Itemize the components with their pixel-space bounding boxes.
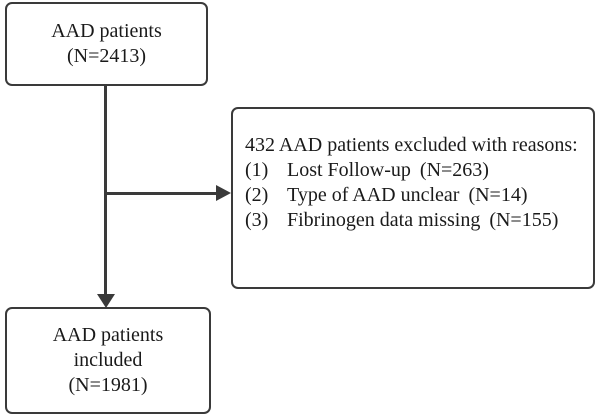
excluded-heading: 432 AAD patients excluded with reasons: bbox=[245, 134, 578, 156]
included-patients-box: AAD patients included (N=1981) bbox=[5, 307, 211, 414]
reason-count: (N=14) bbox=[468, 184, 528, 206]
connector-vertical-stem bbox=[104, 86, 107, 296]
reason-number: (3) bbox=[245, 209, 269, 231]
list-item: (2) Type of AAD unclear (N=14) bbox=[245, 183, 593, 208]
arrowhead-right-icon bbox=[216, 185, 231, 201]
reason-number: (1) bbox=[245, 159, 269, 181]
reason-number: (2) bbox=[245, 184, 269, 206]
list-item: (1) Lost Follow-up (N=263) bbox=[245, 158, 593, 183]
arrowhead-down-icon bbox=[97, 294, 115, 308]
reason-text: Type of AAD unclear bbox=[287, 184, 460, 206]
reason-text: Fibrinogen data missing bbox=[287, 209, 481, 231]
list-item: (3) Fibrinogen data missing (N=155) bbox=[245, 208, 593, 233]
included-count: (N=1981) bbox=[68, 374, 148, 396]
included-label-line2: included bbox=[73, 349, 143, 371]
reason-count: (N=263) bbox=[419, 159, 489, 181]
connector-horizontal-branch bbox=[104, 192, 218, 195]
exclusion-reason-list: (1) Lost Follow-up (N=263) (2) Type of A… bbox=[233, 158, 593, 233]
enrolled-patients-box: AAD patients (N=2413) bbox=[5, 2, 208, 86]
enrolled-count: (N=2413) bbox=[66, 45, 147, 67]
included-label-line1: AAD patients bbox=[52, 324, 164, 346]
reason-count: (N=155) bbox=[489, 209, 559, 231]
reason-text: Lost Follow-up bbox=[287, 159, 411, 181]
excluded-patients-box: 432 AAD patients excluded with reasons: … bbox=[231, 107, 595, 289]
enrolled-label: AAD patients bbox=[51, 20, 162, 42]
